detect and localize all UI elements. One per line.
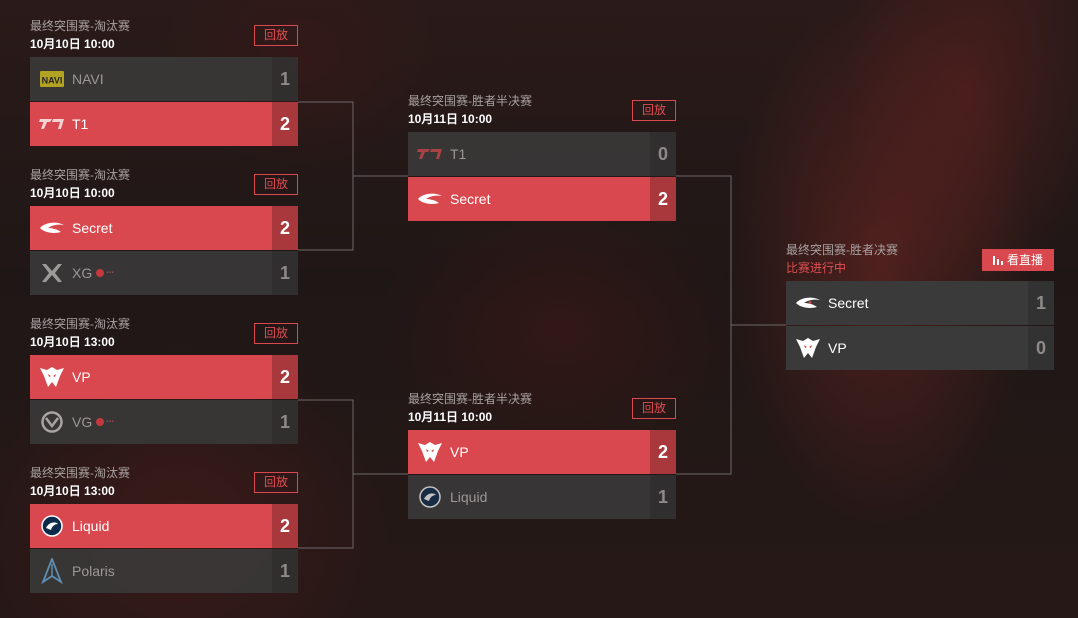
match-time: 10月10日 10:00	[30, 186, 115, 200]
secret-logo-icon	[795, 290, 821, 316]
team-score: 2	[272, 206, 298, 250]
team-name: Secret	[828, 295, 869, 311]
xg-logo-icon	[39, 260, 65, 286]
team-row[interactable]: VG ▪▪▪ 1	[30, 400, 298, 444]
match-stage: 最终突围赛-胜者半决赛	[408, 392, 532, 406]
match-status: 比赛进行中	[786, 261, 847, 275]
epic-badge-icon	[96, 418, 105, 426]
watch-live-label: 看直播	[1006, 253, 1043, 267]
match-card: 最终突围赛-淘汰赛 10月10日 10:00 回放 Secret 2 XG ▪▪▪…	[30, 166, 298, 295]
replay-button[interactable]: 回放	[254, 174, 298, 195]
team-score: 2	[650, 177, 676, 221]
team-row[interactable]: Liquid 1	[408, 475, 676, 519]
match-card: 最终突围赛-淘汰赛 10月10日 13:00 回放 VP 2 VG ▪▪▪ 1	[30, 315, 298, 444]
team-row[interactable]: T1 0	[408, 132, 676, 176]
team-name: T1	[72, 116, 89, 132]
team-name: Liquid	[450, 489, 488, 505]
match-stage: 最终突围赛-淘汰赛	[30, 317, 130, 331]
team-name: VG ▪▪▪	[72, 414, 272, 430]
team-score: 1	[272, 400, 298, 444]
team-row[interactable]: Secret 2	[30, 206, 298, 250]
replay-button[interactable]: 回放	[254, 472, 298, 493]
team-score: 1	[272, 251, 298, 295]
team-row[interactable]: VP 2	[408, 430, 676, 474]
team-name: Polaris	[72, 563, 115, 579]
match-time: 10月10日 13:00	[30, 484, 115, 498]
match-time: 10月11日 10:00	[408, 410, 493, 424]
replay-button[interactable]: 回放	[254, 25, 298, 46]
liquid-logo-icon	[417, 484, 443, 510]
team-name: NAVI	[72, 71, 104, 87]
live-bars-icon	[992, 250, 1003, 272]
secret-logo-icon	[39, 215, 65, 241]
match-stage: 最终突围赛-淘汰赛	[30, 168, 130, 182]
team-score: 0	[1028, 326, 1054, 370]
match-time: 10月10日 13:00	[30, 335, 115, 349]
replay-button[interactable]: 回放	[254, 323, 298, 344]
team-score: 1	[272, 57, 298, 101]
replay-button[interactable]: 回放	[632, 100, 676, 121]
connector-r1-bottom	[298, 399, 354, 549]
vp-logo-icon	[39, 364, 65, 390]
match-card: 最终突围赛-淘汰赛 10月10日 13:00 回放 Liquid 2 Polar…	[30, 464, 298, 593]
team-name-text: XG	[72, 265, 93, 281]
epic-badge-glyph-icon: ▪▪▪	[106, 419, 115, 425]
match-time: 10月10日 10:00	[30, 37, 115, 51]
epic-badge-glyph-icon: ▪▪▪	[106, 270, 115, 276]
liquid-logo-icon	[39, 513, 65, 539]
team-score: 0	[650, 132, 676, 176]
svg-text:NAVI: NAVI	[42, 76, 63, 86]
navi-logo-icon: NAVI	[39, 66, 65, 92]
team-score: 2	[650, 430, 676, 474]
match-card: 最终突围赛-淘汰赛 10月10日 10:00 回放 NAVI NAVI 1 T1…	[30, 17, 298, 146]
vp-logo-icon	[795, 335, 821, 361]
connector-r2	[676, 175, 732, 475]
replay-button[interactable]: 回放	[632, 398, 676, 419]
team-score: 2	[272, 355, 298, 399]
match-card: 最终突围赛-胜者半决赛 10月11日 10:00 回放 T1 0 Secret …	[408, 92, 676, 221]
team-name: VP	[828, 340, 847, 356]
team-row[interactable]: VP 0	[786, 326, 1054, 370]
vg-logo-icon	[39, 409, 65, 435]
team-name: Secret	[450, 191, 491, 207]
match-stage: 最终突围赛-胜者半决赛	[408, 94, 532, 108]
t1-logo-icon	[417, 141, 443, 167]
team-score: 1	[650, 475, 676, 519]
match-card: 最终突围赛-胜者决赛 比赛进行中 看直播 Secret 1 VP 0	[786, 241, 1054, 370]
team-row[interactable]: Secret 1	[786, 281, 1054, 325]
team-row[interactable]: XG ▪▪▪ 1	[30, 251, 298, 295]
team-name: Liquid	[72, 518, 110, 534]
epic-badge-icon	[96, 269, 105, 277]
team-name: VP	[450, 444, 469, 460]
match-stage: 最终突围赛-淘汰赛	[30, 466, 130, 480]
team-score: 1	[272, 549, 298, 593]
team-score: 2	[272, 102, 298, 146]
connector-r1-top	[298, 101, 354, 251]
team-row[interactable]: T1 2	[30, 102, 298, 146]
team-name: Secret	[72, 220, 113, 236]
match-card: 最终突围赛-胜者半决赛 10月11日 10:00 回放 VP 2 Liquid …	[408, 390, 676, 519]
match-time: 10月11日 10:00	[408, 112, 493, 126]
polaris-logo-icon	[39, 558, 65, 584]
team-row[interactable]: VP 2	[30, 355, 298, 399]
team-name: T1	[450, 146, 467, 162]
team-score: 1	[1028, 281, 1054, 325]
match-stage: 最终突围赛-淘汰赛	[30, 19, 130, 33]
team-row[interactable]: Polaris 1	[30, 549, 298, 593]
team-row[interactable]: Liquid 2	[30, 504, 298, 548]
team-row[interactable]: Secret 2	[408, 177, 676, 221]
match-stage: 最终突围赛-胜者决赛	[786, 243, 898, 257]
team-name-text: VG	[72, 414, 93, 430]
team-score: 2	[272, 504, 298, 548]
secret-logo-icon	[417, 186, 443, 212]
watch-live-button[interactable]: 看直播	[982, 249, 1054, 271]
vp-logo-icon	[417, 439, 443, 465]
team-row[interactable]: NAVI NAVI 1	[30, 57, 298, 101]
t1-logo-icon	[39, 111, 65, 137]
team-name: VP	[72, 369, 91, 385]
team-name: XG ▪▪▪	[72, 265, 272, 281]
